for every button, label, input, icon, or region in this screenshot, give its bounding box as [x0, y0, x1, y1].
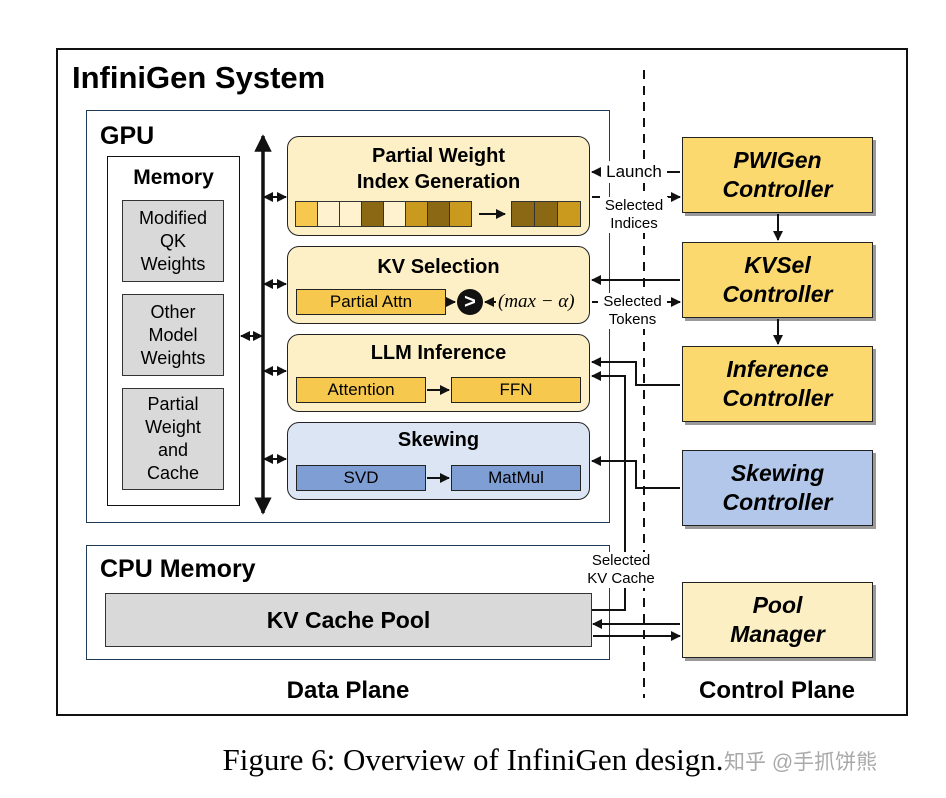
- pwig-title: Partial Weight Index Generation: [356, 145, 521, 193]
- skewing-command-arrow: [591, 456, 680, 489]
- memory-cell-modified-qk-weights: Modified QK Weights: [122, 200, 224, 282]
- kv-selection-title: KV Selection: [377, 256, 500, 278]
- infinigen-system-frame: [56, 48, 908, 716]
- skewing-title: Skewing: [397, 429, 480, 451]
- control-plane-label: Control Plane: [698, 677, 855, 704]
- selected-kv-cache-arrow: [591, 371, 626, 611]
- launch-label: Launch: [601, 161, 667, 183]
- watermark: 知乎 @手抓饼熊: [724, 751, 878, 774]
- weight-cell: [534, 201, 558, 227]
- partial-attn-bar: Partial Attn: [296, 289, 446, 315]
- selected-tokens-label: Selected Tokens: [598, 293, 667, 329]
- pool-manager: Pool Manager: [682, 582, 873, 658]
- figure-caption: Figure 6: Overview of InfiniGen design.: [222, 742, 724, 777]
- memory-cell-partial-weight-cache: Partial Weight and Cache: [122, 388, 224, 490]
- selected-indices-label: Selected Indices: [600, 197, 668, 233]
- memory-cell-other-model-weights: Other Model Weights: [122, 294, 224, 376]
- ffn-bar: FFN: [451, 377, 581, 403]
- system-title: InfiniGen System: [72, 60, 326, 95]
- inference-controller: Inference Controller: [682, 346, 873, 422]
- pwigen-controller: PWIGen Controller: [682, 137, 873, 213]
- kv-cache-pool: KV Cache Pool: [105, 593, 592, 647]
- weight-cell-strip-input: [295, 201, 477, 227]
- selected-kv-cache-label: Selected KV Cache: [584, 552, 658, 588]
- skewing-controller: Skewing Controller: [682, 450, 873, 526]
- attention-bar: Attention: [296, 377, 426, 403]
- llm-inference-title: LLM Inference: [370, 342, 507, 364]
- kvsel-controller: KVSel Controller: [682, 242, 873, 318]
- matmul-bar: MatMul: [451, 465, 581, 491]
- svd-bar: SVD: [296, 465, 426, 491]
- data-plane-label: Data Plane: [286, 677, 410, 704]
- weight-cell-strip-selected: [511, 201, 581, 227]
- gpu-label: GPU: [100, 122, 155, 150]
- cpu-memory-region: [86, 545, 610, 660]
- greater-than-comparator-icon: >: [457, 289, 483, 315]
- weight-cell: [557, 201, 581, 227]
- memory-label: Memory: [133, 166, 214, 189]
- cpu-memory-label: CPU Memory: [100, 555, 256, 583]
- weight-cell: [449, 201, 472, 227]
- inference-command-arrow: [591, 357, 680, 386]
- threshold-formula: (max − α): [498, 291, 575, 312]
